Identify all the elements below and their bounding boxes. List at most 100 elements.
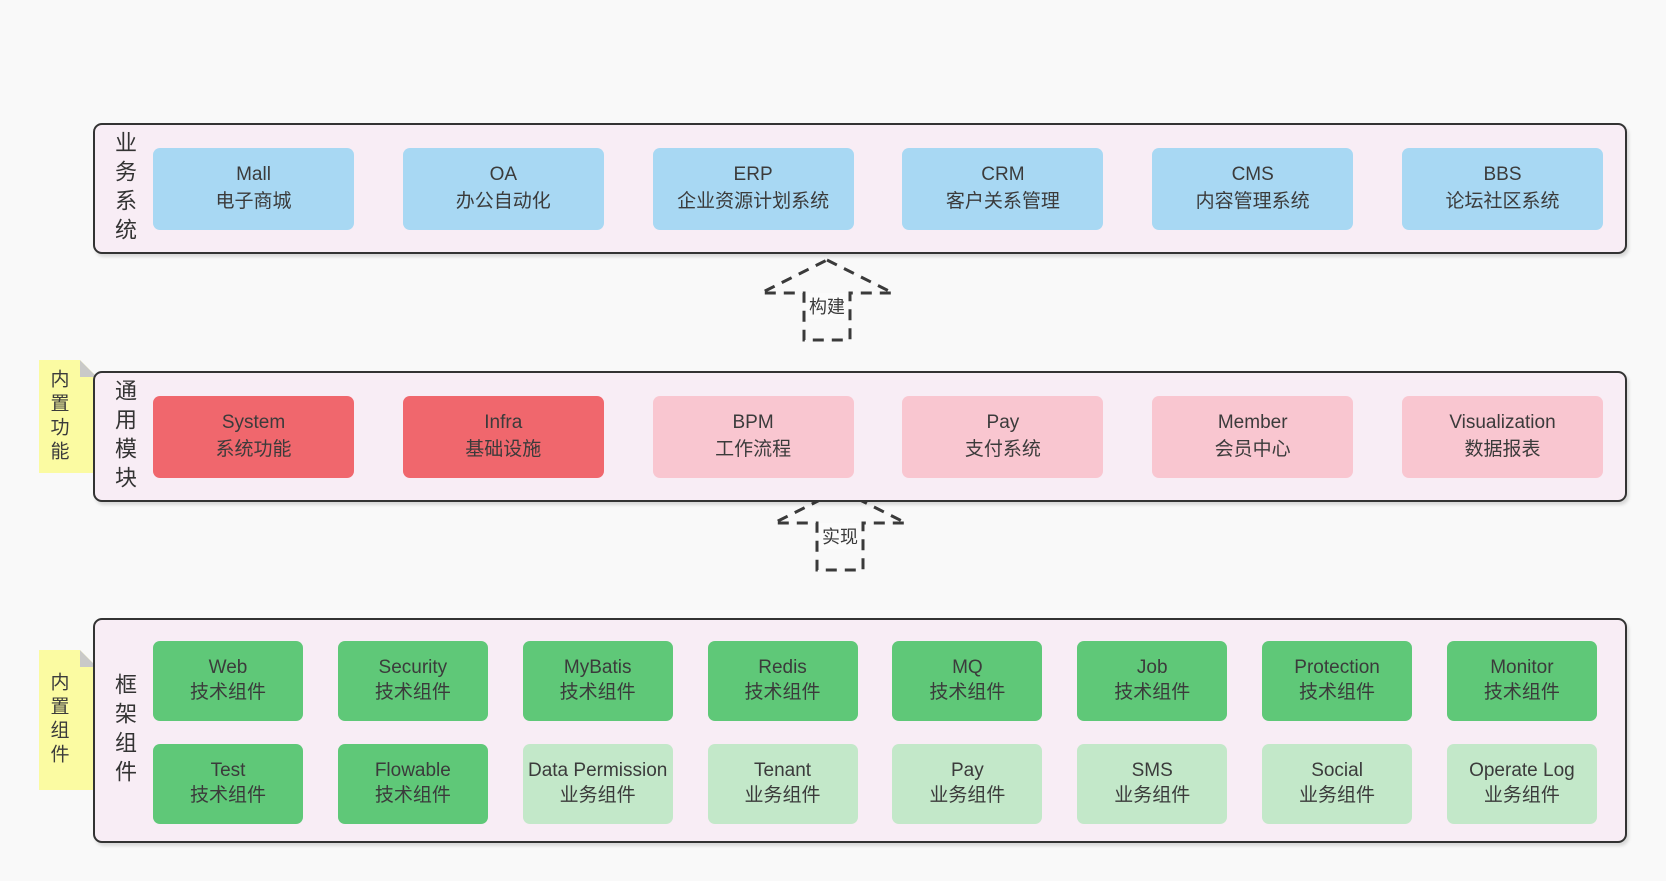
box-title: Mall [236,164,271,186]
box-monitor: Monitor 技术组件 [1446,641,1597,721]
box-pay: Pay 支付系统 [902,395,1104,478]
box-title: Redis [758,657,807,679]
box-subtitle: 业务组件 [1483,785,1560,806]
box-title: CMS [1231,164,1274,186]
box-subtitle: 技术组件 [374,785,451,806]
box-redis: Redis 技术组件 [707,641,858,721]
box-erp: ERP 企业资源计划系统 [652,147,854,230]
box-title: MyBatis [563,657,632,679]
box-title: Flowable [374,760,451,782]
box-subtitle: 技术组件 [1483,682,1560,703]
box-protection: Protection 技术组件 [1262,641,1413,721]
box-title: MQ [952,657,983,679]
box-title: Social [1311,760,1363,782]
box-system: System 系统功能 [153,395,354,478]
common-modules-panel: 通用模块 System 系统功能 Infra 基础设施 BPM 工作流程 Pay… [93,371,1627,502]
biz-components-row: Test 技术组件 Flowable 技术组件 Data Permission … [153,744,1597,824]
common-modules-label: 通用模块 [112,378,137,495]
box-title: CRM [981,164,1025,186]
business-systems-panel: 业务系统 Mall 电子商城 OA 办公自动化 ERP 企业资源计划系统 CRM… [93,123,1627,254]
builtin-components-note: 内置组件 [39,650,97,790]
box-visualization: Visualization 数据报表 [1401,395,1603,478]
box-subtitle: 技术组件 [189,682,266,703]
box-cms: CMS 内容管理系统 [1152,147,1354,230]
box-job: Job 技术组件 [1077,641,1228,721]
box-crm: CRM 客户关系管理 [902,147,1104,230]
box-subtitle: 技术组件 [374,682,451,703]
box-bbs: BBS 论坛社区系统 [1401,147,1603,230]
box-member: Member 会员中心 [1152,395,1354,478]
box-pay-biz: Pay 业务组件 [892,744,1043,824]
framework-components-panel: 框架组件 Web 技术组件 Security 技术组件 MyBatis 技术组件… [93,618,1627,843]
box-title: Security [378,657,448,679]
implement-arrow: 实现 [770,487,910,573]
common-modules-row: System 系统功能 Infra 基础设施 BPM 工作流程 Pay 支付系统… [153,373,1603,500]
box-title: Data Permission [527,760,668,782]
box-flowable: Flowable 技术组件 [337,744,488,824]
box-sms: SMS 业务组件 [1077,744,1228,824]
arrow-up-icon [760,258,894,342]
box-oa: OA 办公自动化 [402,147,604,230]
box-subtitle: 技术组件 [929,682,1006,703]
framework-components-grid: Web 技术组件 Security 技术组件 MyBatis 技术组件 Redi… [153,641,1597,847]
box-subtitle: 工作流程 [715,438,792,460]
box-operate-log: Operate Log 业务组件 [1446,744,1597,824]
box-title: Member [1217,412,1288,434]
box-mybatis: MyBatis 技术组件 [522,641,673,721]
implement-arrow-label: 实现 [819,523,861,549]
builtin-components-note-label: 内置组件 [47,672,69,768]
box-subtitle: 基础设施 [465,438,542,460]
box-test: Test 技术组件 [153,744,303,824]
box-subtitle: 技术组件 [1114,682,1191,703]
box-subtitle: 电子商城 [215,190,292,212]
builtin-functions-note-label: 内置功能 [47,368,69,465]
box-data-permission: Data Permission 业务组件 [522,744,673,824]
box-subtitle: 技术组件 [189,785,266,806]
arrow-up-icon [773,488,907,572]
box-subtitle: 内容管理系统 [1195,190,1310,212]
box-subtitle: 办公自动化 [455,190,551,212]
box-web: Web 技术组件 [153,641,303,721]
box-title: Pay [986,412,1020,434]
build-arrow-label: 构建 [806,293,848,319]
box-title: SMS [1131,760,1173,782]
box-mall: Mall 电子商城 [153,147,354,230]
box-subtitle: 支付系统 [964,438,1041,460]
box-title: Web [208,657,248,679]
box-subtitle: 论坛社区系统 [1445,190,1560,212]
box-subtitle: 业务组件 [1299,785,1376,806]
box-subtitle: 技术组件 [1299,682,1376,703]
box-subtitle: 业务组件 [1114,785,1191,806]
box-social: Social 业务组件 [1262,744,1413,824]
build-arrow: 构建 [757,257,897,343]
business-systems-label: 业务系统 [112,130,137,247]
box-subtitle: 系统功能 [215,438,292,460]
box-security: Security 技术组件 [337,641,488,721]
business-systems-row: Mall 电子商城 OA 办公自动化 ERP 企业资源计划系统 CRM 客户关系… [153,125,1603,252]
box-title: Operate Log [1469,760,1575,782]
box-title: BBS [1483,164,1522,186]
box-title: BPM [732,412,774,434]
box-bpm: BPM 工作流程 [652,395,854,478]
box-title: Tenant [754,760,812,782]
box-subtitle: 业务组件 [559,785,636,806]
box-infra: Infra 基础设施 [402,395,604,478]
box-subtitle: 数据报表 [1464,438,1541,460]
box-subtitle: 技术组件 [744,682,821,703]
box-subtitle: 企业资源计划系统 [677,190,830,212]
box-subtitle: 技术组件 [559,682,636,703]
box-tenant: Tenant 业务组件 [707,744,858,824]
box-title: ERP [733,164,773,186]
box-subtitle: 客户关系管理 [945,190,1060,212]
framework-components-label: 框架组件 [112,672,137,789]
box-title: OA [489,164,518,186]
box-title: Infra [484,412,523,434]
box-title: System [221,412,286,434]
box-subtitle: 业务组件 [929,785,1006,806]
box-title: Job [1136,657,1168,679]
box-title: Monitor [1490,657,1554,679]
tech-components-row: Web 技术组件 Security 技术组件 MyBatis 技术组件 Redi… [153,641,1597,721]
box-subtitle: 会员中心 [1214,438,1291,460]
box-subtitle: 业务组件 [744,785,821,806]
builtin-functions-note: 内置功能 [39,360,97,473]
